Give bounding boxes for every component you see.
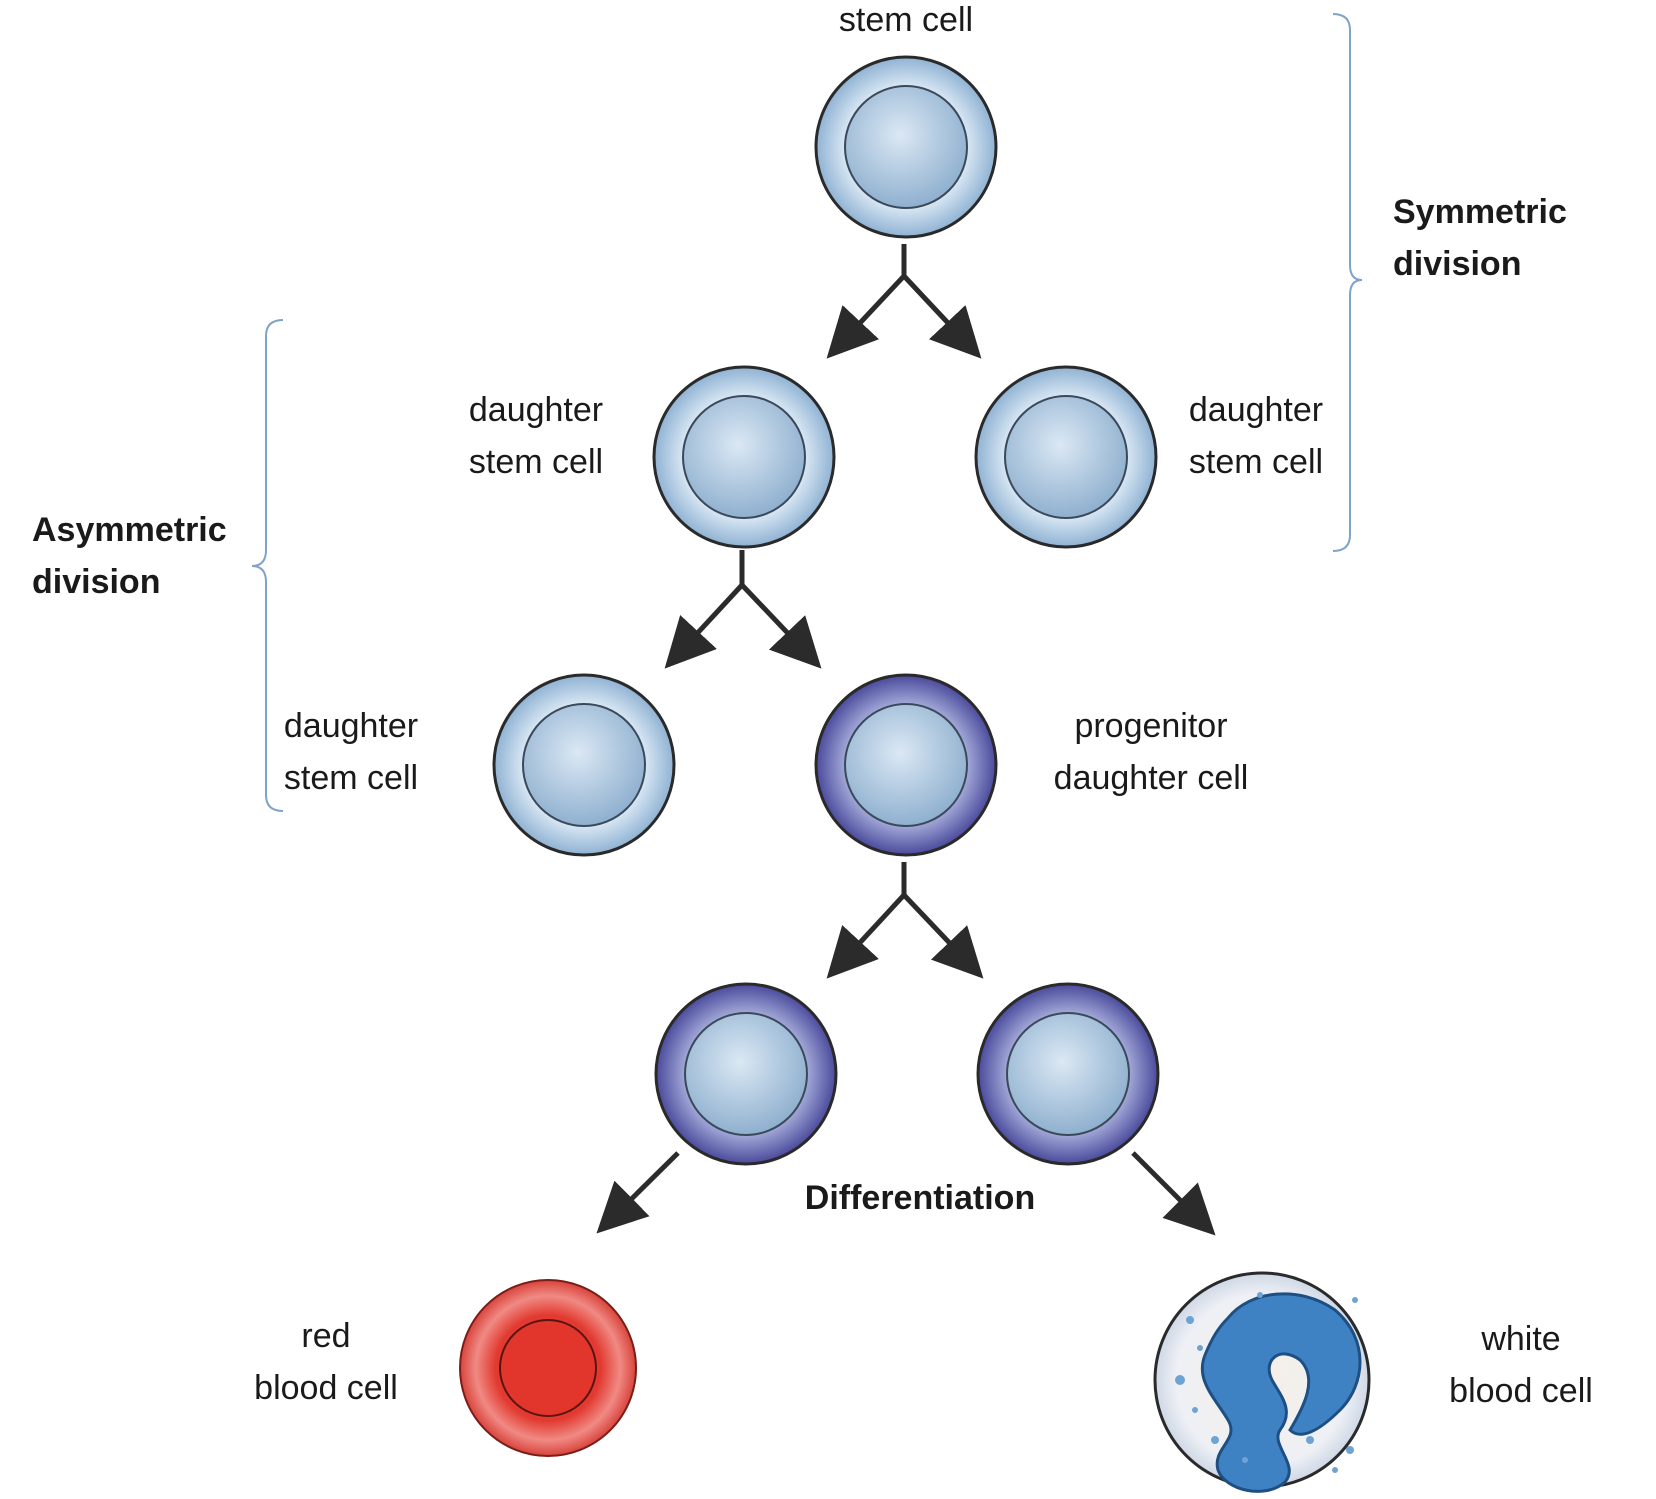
progenitor-daughter-left-graphic xyxy=(654,982,838,1166)
asymmetric-division-label: Asymmetric division xyxy=(32,511,227,601)
stem-cell-graphic xyxy=(814,55,998,239)
arrow-stem-right xyxy=(902,274,982,359)
daughter-stem-cell-right-graphic xyxy=(974,365,1158,549)
red-blood-cell-graphic xyxy=(459,1279,637,1457)
daughter-stem-cell-left-graphic xyxy=(652,365,836,549)
white-blood-cell-label: white blood cell xyxy=(1449,1320,1593,1410)
arrow-daughter-right xyxy=(740,583,822,669)
daughter-stem-cell-lower-graphic xyxy=(492,673,676,857)
arrow-stem-left xyxy=(826,274,906,359)
daughter-stem-cell-left-label: daughter stem cell xyxy=(468,391,604,481)
progenitor-daughter-cell-label: progenitor daughter cell xyxy=(1053,707,1249,797)
daughter-stem-cell-lower-label: daughter stem cell xyxy=(283,707,419,797)
arrows xyxy=(596,244,1216,1236)
differentiation-label: Differentiation xyxy=(804,1179,1036,1217)
stem-cell-label: stem cell xyxy=(838,1,974,39)
arrow-daughter-left xyxy=(664,583,744,669)
symmetric-bracket xyxy=(1332,13,1363,552)
arrow-progenitor-left xyxy=(826,893,906,979)
asymmetric-bracket xyxy=(251,319,284,812)
progenitor-cell-graphic xyxy=(814,673,998,857)
progenitor-daughter-right-graphic xyxy=(976,982,1160,1166)
arrow-progenitor-right xyxy=(902,893,984,979)
arrow-to-rbc xyxy=(596,1151,680,1234)
symmetric-division-label: Symmetric division xyxy=(1393,193,1567,283)
white-blood-cell-graphic xyxy=(1153,1271,1371,1493)
arrow-to-wbc xyxy=(1131,1151,1216,1236)
red-blood-cell-label: red blood cell xyxy=(254,1317,398,1407)
daughter-stem-cell-right-label: daughter stem cell xyxy=(1188,391,1324,481)
